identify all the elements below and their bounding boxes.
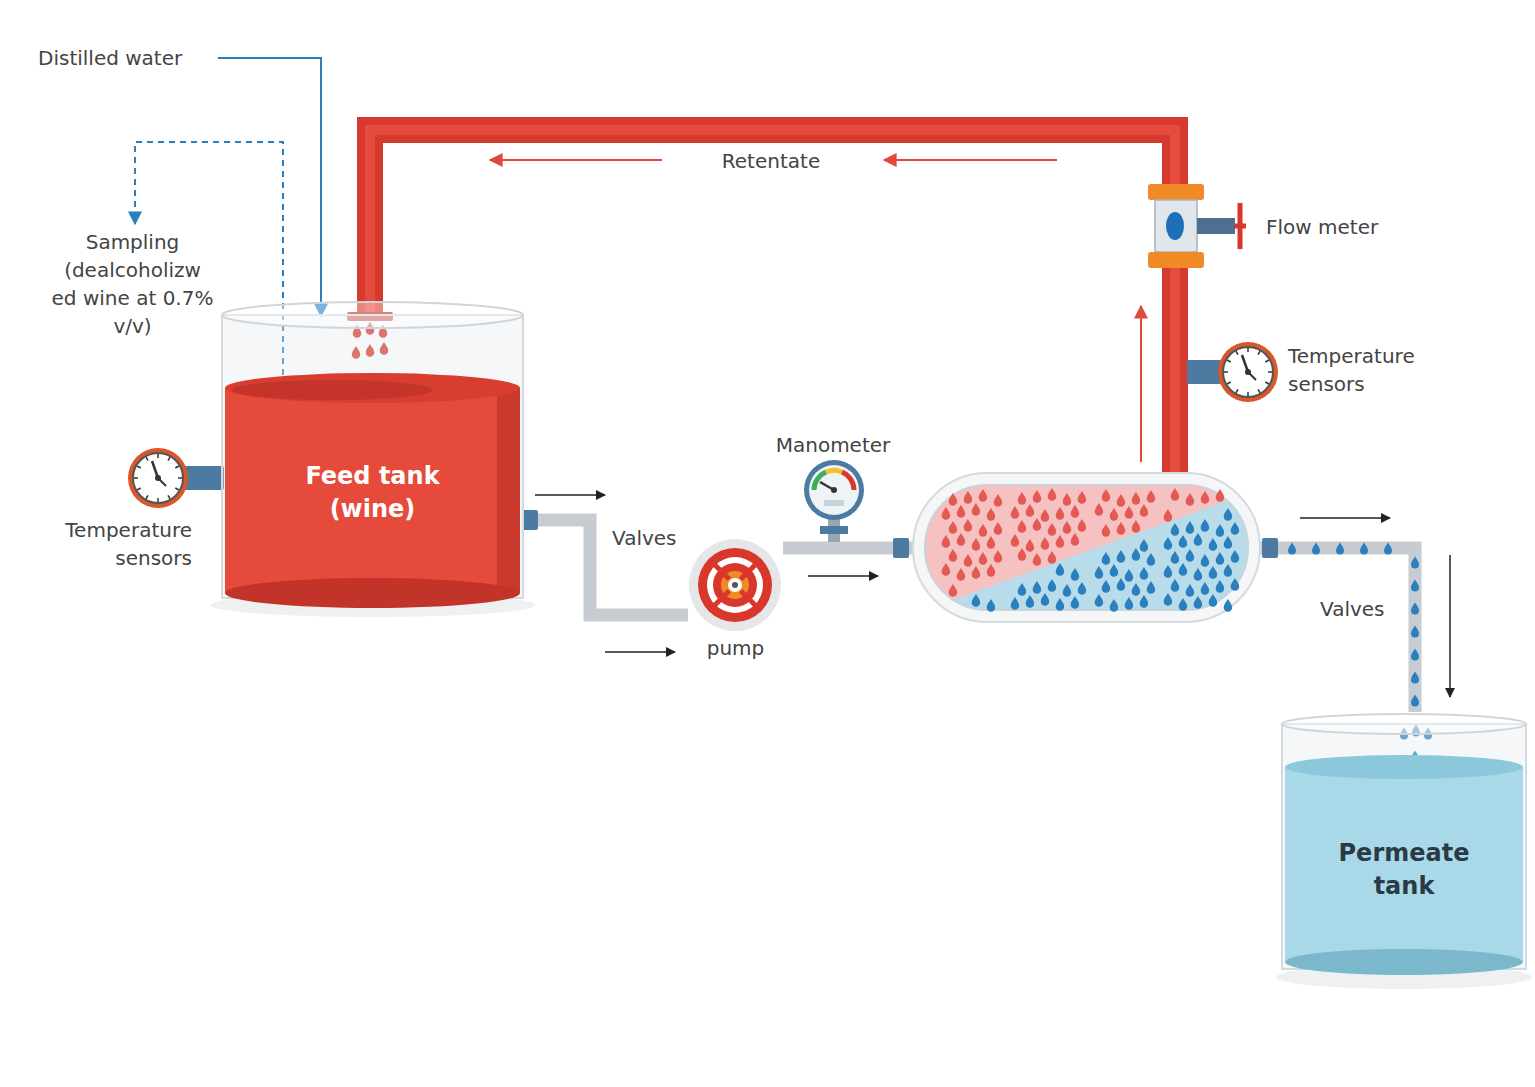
flow-arrow xyxy=(1140,306,1142,462)
feed-tank: Feed tank (wine) xyxy=(220,298,525,613)
temperature-sensor xyxy=(128,448,224,508)
pipe-coupling xyxy=(893,538,909,558)
flow-arrow xyxy=(1449,555,1451,697)
flow-arrow xyxy=(490,159,662,161)
membrane-module xyxy=(913,473,1260,622)
sensor-label: Temperature sensors xyxy=(34,516,192,572)
node-label: Feed tank (wine) xyxy=(260,460,485,526)
process-pipe xyxy=(783,548,1415,712)
flow-arrow xyxy=(808,575,878,577)
instrument-label: Manometer xyxy=(760,431,906,459)
pipe-coupling xyxy=(1262,538,1278,558)
sampling-label: Sampling (dealcoholizw ed wine at 0.7% v… xyxy=(50,228,215,340)
pipe-coupling xyxy=(522,510,538,530)
water-line xyxy=(218,58,321,316)
flow-meter xyxy=(1148,184,1246,268)
flow-arrow xyxy=(884,159,1057,161)
instrument-label: Flow meter xyxy=(1266,213,1426,241)
node-label: Permeate tank xyxy=(1320,837,1488,903)
stream-label: Retentate xyxy=(700,147,842,175)
temperature-sensor xyxy=(1187,342,1278,402)
valve-label: Valves xyxy=(1320,595,1420,623)
flow-arrow xyxy=(605,651,675,653)
node-outline xyxy=(220,298,525,613)
pump: pump xyxy=(688,538,783,671)
valve-label: Valves xyxy=(612,524,712,552)
permeate-tank: Permeate tank xyxy=(1280,712,1528,987)
manometer-gauge xyxy=(804,460,864,542)
flow-arrow xyxy=(535,494,605,496)
input-label: Distilled water xyxy=(38,44,218,72)
sensor-label: Temperature sensors xyxy=(1288,342,1448,398)
node-label: pump xyxy=(668,635,803,661)
flow-arrow xyxy=(1300,517,1390,519)
